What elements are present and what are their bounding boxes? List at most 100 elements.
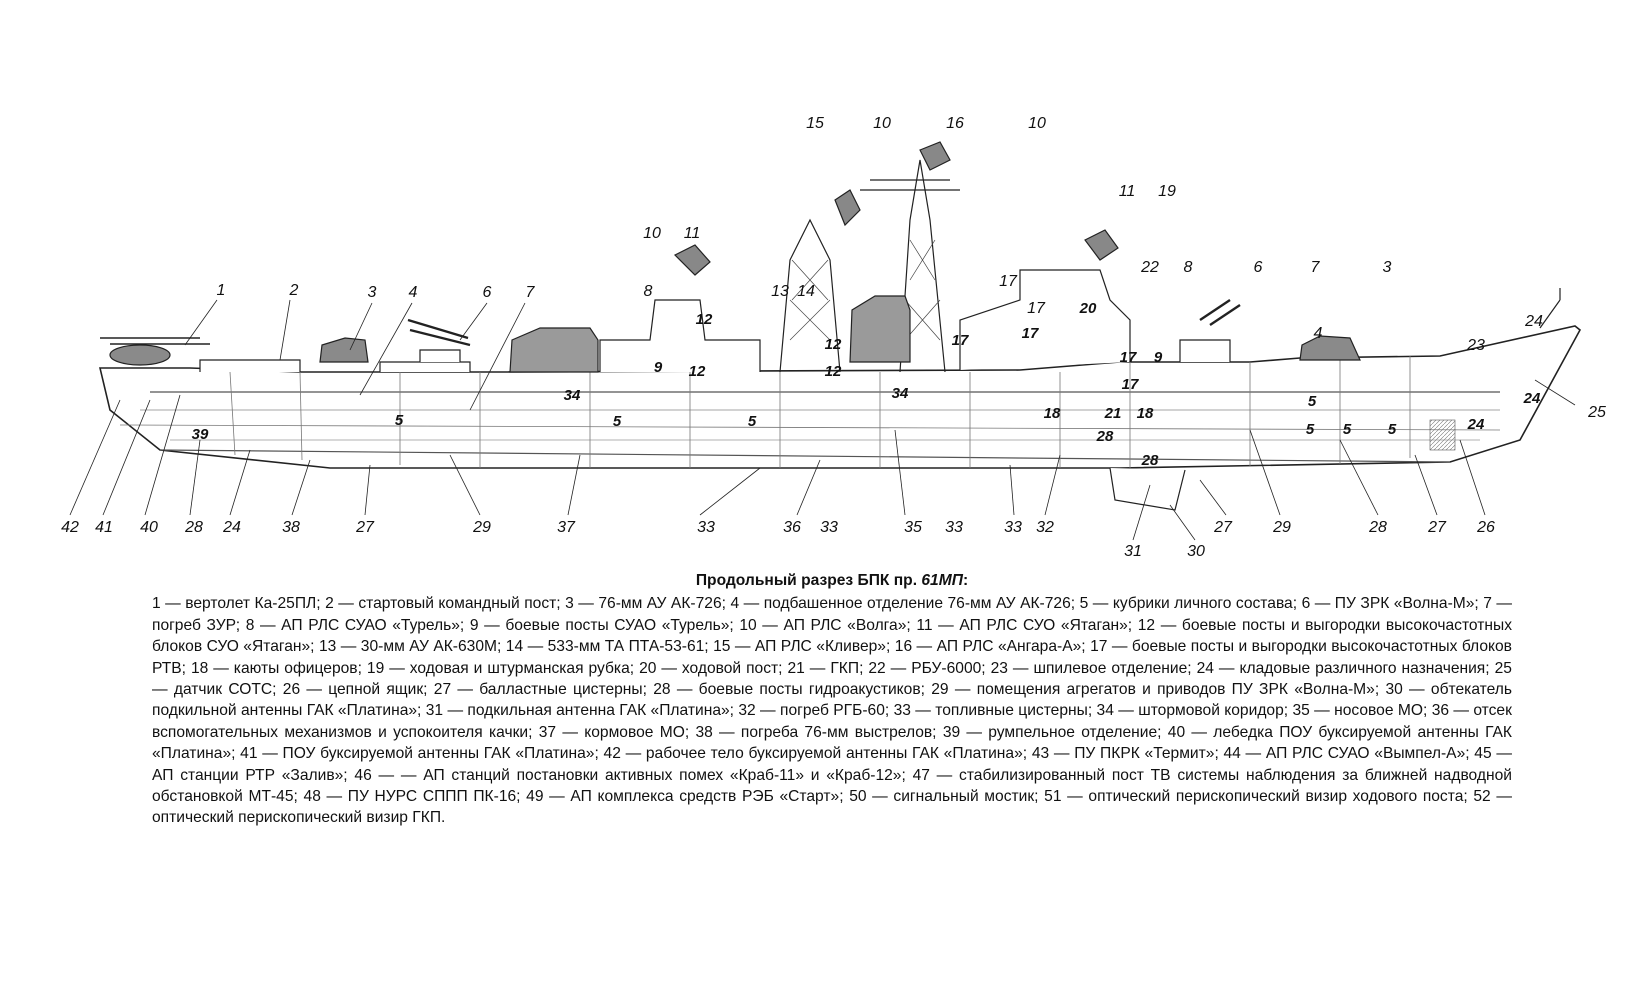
aft-funnel xyxy=(509,327,599,373)
callout-label: 7 xyxy=(1311,259,1321,276)
compartment-label: 28 xyxy=(1141,452,1159,469)
callout-label: 16 xyxy=(946,115,964,132)
compartment-label: 9 xyxy=(1154,349,1163,366)
callout-label: 27 xyxy=(1427,519,1447,536)
callout-label: 17 xyxy=(999,273,1018,290)
legend-entry: 35 — носовое МО; xyxy=(1292,702,1428,720)
callout-label: 33 xyxy=(1004,519,1022,536)
callout-label: 28 xyxy=(184,519,203,536)
callout-label: 22 xyxy=(1140,259,1159,276)
callout-label: 4 xyxy=(1314,325,1323,342)
caption-title: Продольный разрез БПК пр. 61МП: xyxy=(152,570,1512,591)
legend-entry: 25 — датчик СОТС; xyxy=(152,659,1512,699)
legend-entry: 13 — 30-мм АУ АК-630М; xyxy=(318,638,502,656)
legend-entry: 21 — ГКП; xyxy=(787,659,864,677)
compartment-label: 5 xyxy=(613,413,622,430)
legend-entry: 11 — АП РЛС СУО «Ятаган»; xyxy=(916,616,1133,634)
callout-label: 8 xyxy=(644,283,653,300)
callout-label: 17 xyxy=(1027,300,1046,317)
callout-label: 10 xyxy=(873,115,891,132)
legend-entry: 38 — погреба 76-мм выстрелов; xyxy=(695,723,937,741)
legend-entry: 12 — боевые посты и выгородки высокочаст… xyxy=(152,616,1513,656)
callout-label: 28 xyxy=(1368,519,1387,536)
compartment-label: 5 xyxy=(1308,393,1317,410)
callout-label: 26 xyxy=(1476,519,1495,536)
compartment-label: 34 xyxy=(892,385,909,402)
radar-yatagan-fwd-icon xyxy=(1084,229,1119,261)
callout-label: 33 xyxy=(945,519,963,536)
callout-label: 29 xyxy=(472,519,491,536)
compartment-label: 12 xyxy=(825,336,842,353)
diagram-caption: Продольный разрез БПК пр. 61МП: 1 — верт… xyxy=(152,570,1512,829)
callout-label: 8 xyxy=(1184,259,1193,276)
legend-entry: 44 — АП РЛС СУАО «Вымпел-А»; xyxy=(1223,745,1470,763)
callout-label: 33 xyxy=(697,519,715,536)
legend-entry: 28 — боевые посты гидроакустиков; xyxy=(653,681,925,699)
caption-title-project: 61МП xyxy=(921,572,963,589)
callout-label: 2 xyxy=(289,282,299,299)
callout-label: 30 xyxy=(1187,543,1205,560)
main-mast-left xyxy=(779,218,841,373)
callout-label: 3 xyxy=(1383,259,1392,276)
callout-label: 3 xyxy=(368,284,377,301)
legend-entry: 29 — помещения агрегатов и приводов ПУ З… xyxy=(931,681,1380,699)
compartment-label: 17 xyxy=(952,332,969,349)
callout-label: 32 xyxy=(1036,519,1054,536)
compartment-label: 17 xyxy=(1122,376,1139,393)
compartment-label: 28 xyxy=(1096,428,1114,445)
callout-label: 6 xyxy=(1254,259,1263,276)
legend-entry: 1 — вертолет Ка-25ПЛ; xyxy=(152,595,321,613)
callout-label: 33 xyxy=(820,519,838,536)
legend-entry: 24 — кладовые различного назначения; xyxy=(1196,659,1490,677)
compartment-label: 5 xyxy=(1306,421,1315,438)
callout-label: 35 xyxy=(904,519,922,536)
legend-entry: 32 — погреб РГБ-60; xyxy=(738,702,890,720)
legend-entry: 26 — цепной ящик; xyxy=(282,681,428,699)
sonar-dome xyxy=(1109,467,1186,511)
radar-angara-icon xyxy=(919,141,951,171)
callout-label: 10 xyxy=(643,225,661,242)
legend-entry: 49 — АП комплекса средств РЭБ «Старт»; xyxy=(526,788,844,806)
legend-entry: 19 — ходовая и штурманская рубка; xyxy=(366,659,635,677)
callout-label: 13 xyxy=(771,283,789,300)
compartment-label: 5 xyxy=(1388,421,1397,438)
compartment-label: 24 xyxy=(1523,390,1541,407)
callout-label: 14 xyxy=(797,283,815,300)
callout-label: 1 xyxy=(217,282,226,299)
callout-label: 24 xyxy=(222,519,241,536)
callout-label: 6 xyxy=(483,284,492,301)
callout-label: 41 xyxy=(95,519,113,536)
aft-superstructure xyxy=(199,359,301,372)
legend-entry: 14 — 533-мм ТА ПТА-53-61; xyxy=(505,638,709,656)
compartment-label: 12 xyxy=(689,363,706,380)
legend-entry: 22 — РБУ-6000; xyxy=(868,659,986,677)
legend-entry: 30 — обтекатель подкильной антенны ГАК «… xyxy=(152,681,1512,720)
callout-label: 15 xyxy=(806,115,824,132)
caption-title-prefix: Продольный разрез БПК пр. xyxy=(695,572,922,589)
callout-label: 23 xyxy=(1466,337,1485,354)
callout-label: 40 xyxy=(140,519,158,536)
compartment-label: 17 xyxy=(1022,325,1039,342)
callout-label: 7 xyxy=(526,284,536,301)
legend-entry: 34 — штормовой коридор; xyxy=(1096,702,1289,720)
compartment-label: 12 xyxy=(696,311,713,328)
callout-label: 38 xyxy=(282,519,300,536)
legend-entry: 39 — румпельное отделение; xyxy=(942,723,1162,741)
compartment-label: 17 xyxy=(1120,349,1137,366)
legend-entry: 5 — кубрики личного состава; xyxy=(1079,595,1298,613)
radar-yatagan-aft-icon xyxy=(673,244,711,276)
compartment-label: 18 xyxy=(1044,405,1061,422)
legend-entry: 8 — АП РЛС СУАО «Турель»; xyxy=(245,616,465,634)
legend-entry: 31 — подкильная антенна ГАК «Платина»; xyxy=(425,702,734,720)
callout-label: 25 xyxy=(1587,404,1606,421)
legend-entry: 40 — лебедка ПОУ буксируемой антенны ГАК… xyxy=(152,723,1512,763)
legend-entry: 42 — рабочее тело буксируемой антенны ГА… xyxy=(603,745,1028,763)
legend-entry: 2 — стартовый командный пост; xyxy=(325,595,561,613)
caption-title-suffix: : xyxy=(962,572,969,589)
ship-drawing: 1 2 3 4 6 7 8 10 11 13 14 15 10 16 10 11… xyxy=(61,115,1606,560)
compartment-label: 21 xyxy=(1104,405,1122,422)
compartment-label: 9 xyxy=(654,359,663,376)
legend-entry: 45 — АП станции РТР «Залив»; xyxy=(152,745,1512,784)
callout-label: 31 xyxy=(1124,543,1142,560)
legend-text: 1 — вертолет Ка-25ПЛ; 2 — стартовый кома… xyxy=(152,593,1512,828)
